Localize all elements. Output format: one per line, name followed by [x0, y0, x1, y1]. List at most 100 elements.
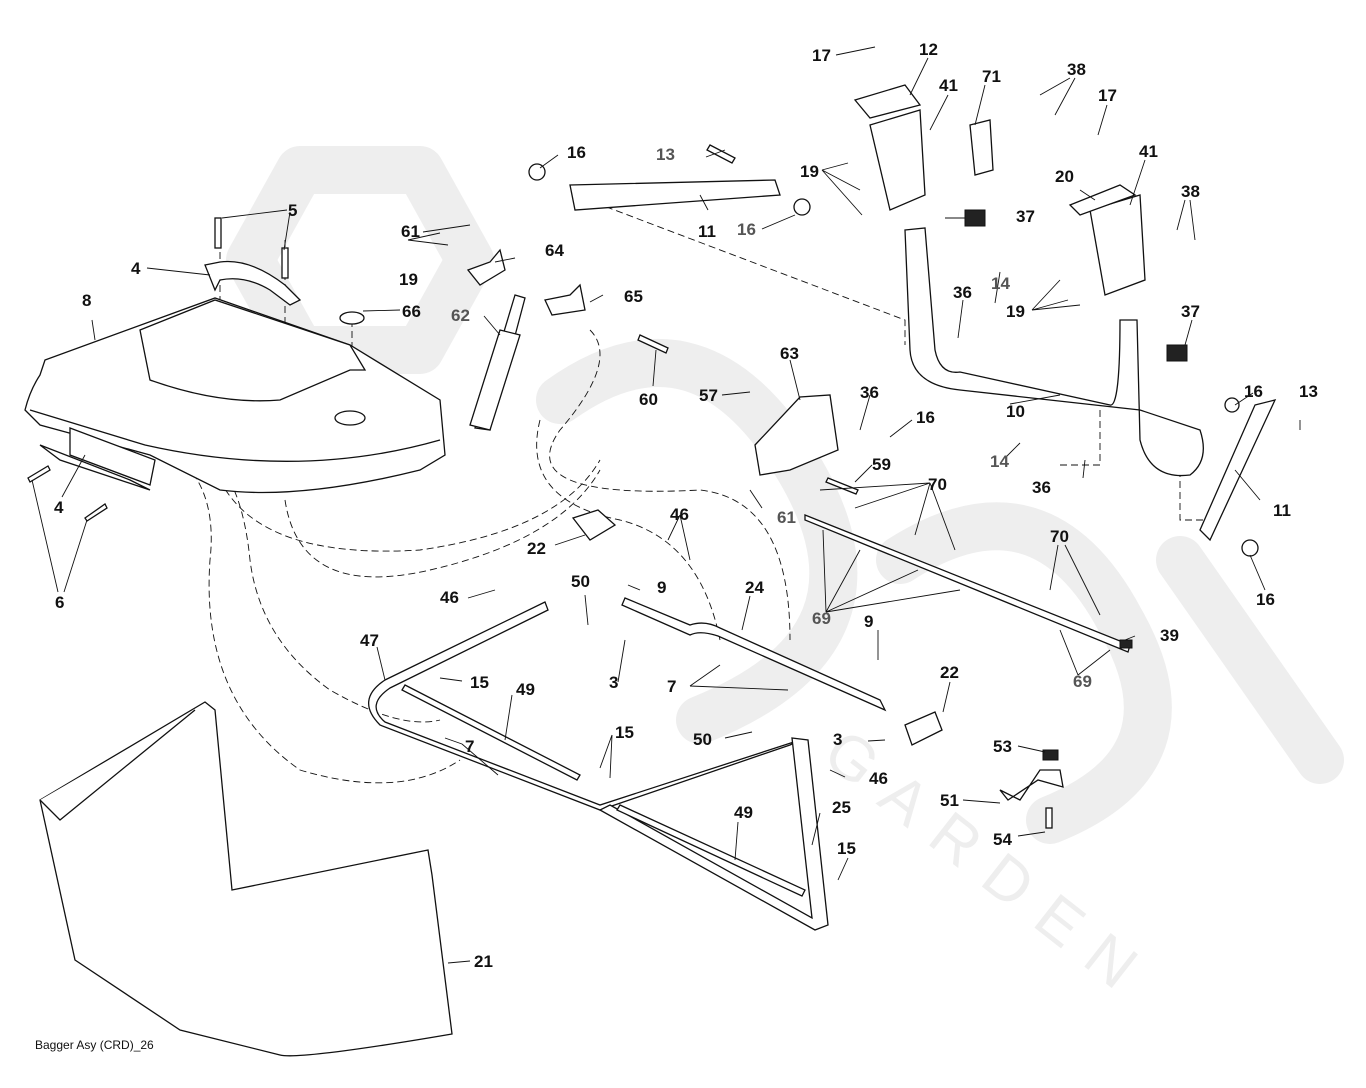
callout-36[interactable]: 36: [953, 283, 972, 302]
part-49-rods[interactable]: [401, 684, 806, 897]
part-51-handle[interactable]: [999, 749, 1064, 829]
callout-49[interactable]: 49: [734, 803, 753, 822]
callout-12[interactable]: 12: [919, 40, 938, 59]
callout-46[interactable]: 46: [869, 769, 888, 788]
callout-17[interactable]: 17: [1098, 86, 1117, 105]
callout-54[interactable]: 54: [993, 830, 1012, 849]
callout-15[interactable]: 15: [615, 723, 634, 742]
part-5-bolts[interactable]: [214, 217, 289, 279]
callout-69[interactable]: 69: [1073, 672, 1092, 691]
callout-19[interactable]: 19: [1006, 302, 1025, 321]
callout-11[interactable]: 11: [1273, 501, 1291, 520]
callout-51[interactable]: 51: [940, 791, 959, 810]
part-10-main-frame[interactable]: [904, 227, 1204, 477]
part-4-hinge-bracket[interactable]: [39, 427, 156, 491]
part-60-pin[interactable]: [637, 334, 669, 354]
callout-37[interactable]: 37: [1016, 207, 1035, 226]
callout-21[interactable]: 21: [474, 952, 493, 971]
callout-19[interactable]: 19: [399, 270, 418, 289]
callout-15[interactable]: 15: [837, 839, 856, 858]
part-66-plug[interactable]: [339, 311, 365, 325]
callout-38[interactable]: 38: [1067, 60, 1086, 79]
callout-15[interactable]: 15: [470, 673, 489, 692]
callout-60[interactable]: 60: [639, 390, 658, 409]
callout-4[interactable]: 4: [131, 259, 141, 278]
callout-3[interactable]: 3: [833, 730, 842, 749]
callout-61[interactable]: 61: [777, 508, 796, 527]
callout-50[interactable]: 50: [571, 572, 590, 591]
callout-5[interactable]: 5: [288, 201, 297, 220]
part-64-bracket[interactable]: [466, 248, 506, 286]
callout-69[interactable]: 69: [812, 609, 831, 628]
callout-49[interactable]: 49: [516, 680, 535, 699]
callout-70[interactable]: 70: [928, 475, 947, 494]
callout-13[interactable]: 13: [1299, 382, 1318, 401]
callout-14[interactable]: 14: [991, 274, 1010, 293]
callout-16[interactable]: 16: [1256, 590, 1275, 609]
callout-71[interactable]: 71: [982, 67, 1001, 86]
callout-22[interactable]: 22: [527, 539, 546, 558]
part-21-bag-tray[interactable]: [39, 701, 453, 1057]
callout-14[interactable]: 14: [990, 452, 1009, 471]
callout-41[interactable]: 41: [939, 76, 958, 95]
callout-53[interactable]: 53: [993, 737, 1012, 756]
callout-62[interactable]: 62: [451, 306, 470, 325]
callout-7[interactable]: 7: [667, 677, 676, 696]
callout-16[interactable]: 16: [567, 143, 586, 162]
callout-3[interactable]: 3: [609, 673, 618, 692]
callout-16[interactable]: 16: [916, 408, 935, 427]
part-22-bracket-lower[interactable]: [904, 711, 943, 746]
part-4-handle[interactable]: [204, 260, 302, 306]
callout-46[interactable]: 46: [440, 588, 459, 607]
part-37-cap[interactable]: [964, 209, 1188, 362]
callout-16[interactable]: 16: [1244, 382, 1263, 401]
callout-47[interactable]: 47: [360, 631, 379, 650]
callout-46[interactable]: 46: [670, 505, 689, 524]
callout-9[interactable]: 9: [657, 578, 666, 597]
callout-37[interactable]: 37: [1181, 302, 1200, 321]
part-59-pin[interactable]: [825, 477, 859, 495]
callout-59[interactable]: 59: [872, 455, 891, 474]
callout-19[interactable]: 19: [800, 162, 819, 181]
callout-25[interactable]: 25: [832, 798, 851, 817]
part-12-clip[interactable]: [853, 84, 922, 119]
callout-8[interactable]: 8: [82, 291, 91, 310]
part-13-bolt[interactable]: [706, 144, 736, 164]
callout-4[interactable]: 4: [54, 498, 64, 517]
callout-24[interactable]: 24: [745, 578, 764, 597]
callout-7[interactable]: 7: [465, 737, 474, 756]
callout-39[interactable]: 39: [1160, 626, 1179, 645]
part-25-frame[interactable]: [598, 737, 829, 931]
part-24-rod[interactable]: [621, 597, 887, 712]
callout-9[interactable]: 9: [864, 612, 873, 631]
part-65-bracket[interactable]: [544, 283, 586, 316]
callout-38[interactable]: 38: [1181, 182, 1200, 201]
callout-66[interactable]: 66: [402, 302, 421, 321]
callout-17[interactable]: 17: [812, 46, 831, 65]
part-63-latch-plate[interactable]: [754, 394, 839, 476]
callout-11[interactable]: 11: [698, 222, 716, 241]
callout-36[interactable]: 36: [1032, 478, 1051, 497]
callout-65[interactable]: 65: [624, 287, 643, 306]
callout-22[interactable]: 22: [940, 663, 959, 682]
part-11-support-bar-right[interactable]: [1199, 397, 1277, 557]
callout-36[interactable]: 36: [860, 383, 879, 402]
callout-63[interactable]: 63: [780, 344, 799, 363]
callout-57[interactable]: 57: [699, 386, 718, 405]
part-62-actuator[interactable]: [469, 294, 526, 431]
callout-20[interactable]: 20: [1055, 167, 1074, 186]
part-8-bagger-lid[interactable]: [24, 297, 446, 494]
part-20-clip[interactable]: [1068, 184, 1137, 216]
part-11-support-bar-top[interactable]: [528, 163, 811, 216]
callout-13[interactable]: 13: [656, 145, 675, 164]
part-41-bracket-right[interactable]: [1089, 194, 1146, 296]
part-71-plate[interactable]: [969, 119, 994, 176]
callout-41[interactable]: 41: [1139, 142, 1158, 161]
part-41-bracket-left[interactable]: [869, 109, 926, 211]
callout-16[interactable]: 16: [737, 220, 756, 239]
callout-50[interactable]: 50: [693, 730, 712, 749]
part-22-bracket-top[interactable]: [571, 509, 617, 541]
callout-6[interactable]: 6: [55, 593, 64, 612]
part-6-screws[interactable]: [27, 465, 108, 522]
callout-70[interactable]: 70: [1050, 527, 1069, 546]
